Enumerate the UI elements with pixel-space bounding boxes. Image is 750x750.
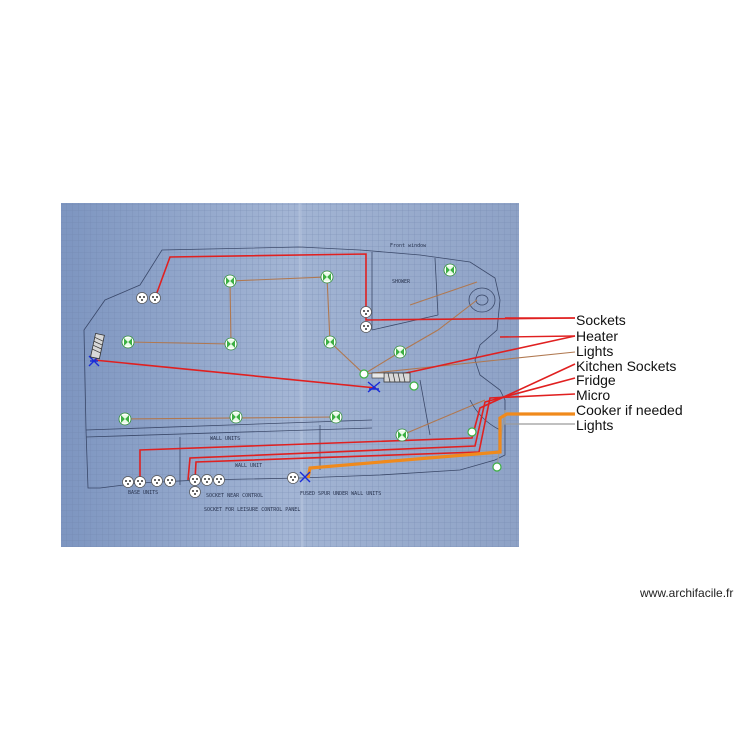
light-fixtures [118, 263, 457, 442]
light-fixture-icon [393, 345, 407, 359]
heater-markers [88, 355, 381, 483]
socket-icon [287, 472, 299, 484]
legend-item-sockets: Sockets [576, 312, 626, 328]
socket-icon [149, 292, 161, 304]
socket-icon [151, 475, 163, 487]
note-shower: SHOWER [392, 279, 411, 285]
van-outline [83, 246, 506, 489]
socket-icon [122, 476, 134, 488]
light-fixture-icon [329, 410, 343, 424]
note-front-window: Front window [390, 243, 427, 249]
socket-icon [134, 476, 146, 488]
light-fixture-icon [223, 274, 237, 288]
legend-item-heater: Heater [576, 328, 619, 344]
small-light-icon [409, 381, 419, 391]
socket-icon [360, 306, 372, 318]
light-fixture-icon [224, 337, 238, 351]
switch-bar [371, 372, 385, 379]
note-fused-spur: FUSED SPUR UNDER WALL UNITS [300, 491, 381, 497]
light-fixture-icon [118, 412, 132, 426]
heater-kitchen-icon [299, 471, 311, 483]
legend-item-lights: Lights [576, 343, 614, 359]
watermark: www.archifacile.fr [640, 586, 734, 600]
paper-photo [61, 202, 519, 548]
legend-leader-lines [499, 317, 576, 338]
legend-item-micro: Micro [576, 387, 611, 403]
socket-icon [201, 474, 213, 486]
light-fixture-icon [320, 270, 334, 284]
socket-icon [213, 474, 225, 486]
note-base-units: BASE UNITS [128, 490, 158, 496]
socket-circuits-red [93, 253, 576, 482]
cooker-circuit-orange [306, 412, 575, 479]
small-light-icon [359, 369, 369, 379]
note-wall-units: WALL UNITS [210, 436, 240, 442]
light-fixture-icon [121, 335, 135, 349]
legend-item-lights-2: Lights [576, 417, 614, 433]
light-fixture-icon [323, 335, 337, 349]
socket-icon [360, 321, 372, 333]
heater-panels [90, 332, 411, 383]
legend-item-fridge: Fridge [576, 372, 616, 388]
socket-icon [164, 475, 176, 487]
small-light-icon [492, 462, 502, 472]
socket-icon [189, 486, 201, 498]
legend-item-kitchen-sockets: Kitchen Sockets [576, 358, 677, 374]
light-fixture-icon [443, 263, 457, 277]
heater-centre-icon [367, 381, 381, 393]
light-fixture-icon [395, 428, 409, 442]
socket-outlets [122, 292, 372, 498]
light-fixture-icon [229, 410, 243, 424]
small-lights [359, 369, 502, 472]
small-light-icon [467, 427, 477, 437]
note-socket-for-control: SOCKET FOR LEISURE CONTROL PANEL [204, 507, 300, 513]
note-socket-near-control: SOCKET NEAR CONTROL [206, 493, 263, 499]
legend-item-cooker: Cooker if needed [576, 402, 683, 418]
note-wall-unit: WALL UNIT [235, 463, 262, 469]
socket-icon [189, 474, 201, 486]
socket-icon [136, 292, 148, 304]
handwritten-notes: Front window SHOWER WALL UNITS BASE UNIT… [128, 243, 427, 513]
heater-panel-centre [383, 372, 411, 383]
